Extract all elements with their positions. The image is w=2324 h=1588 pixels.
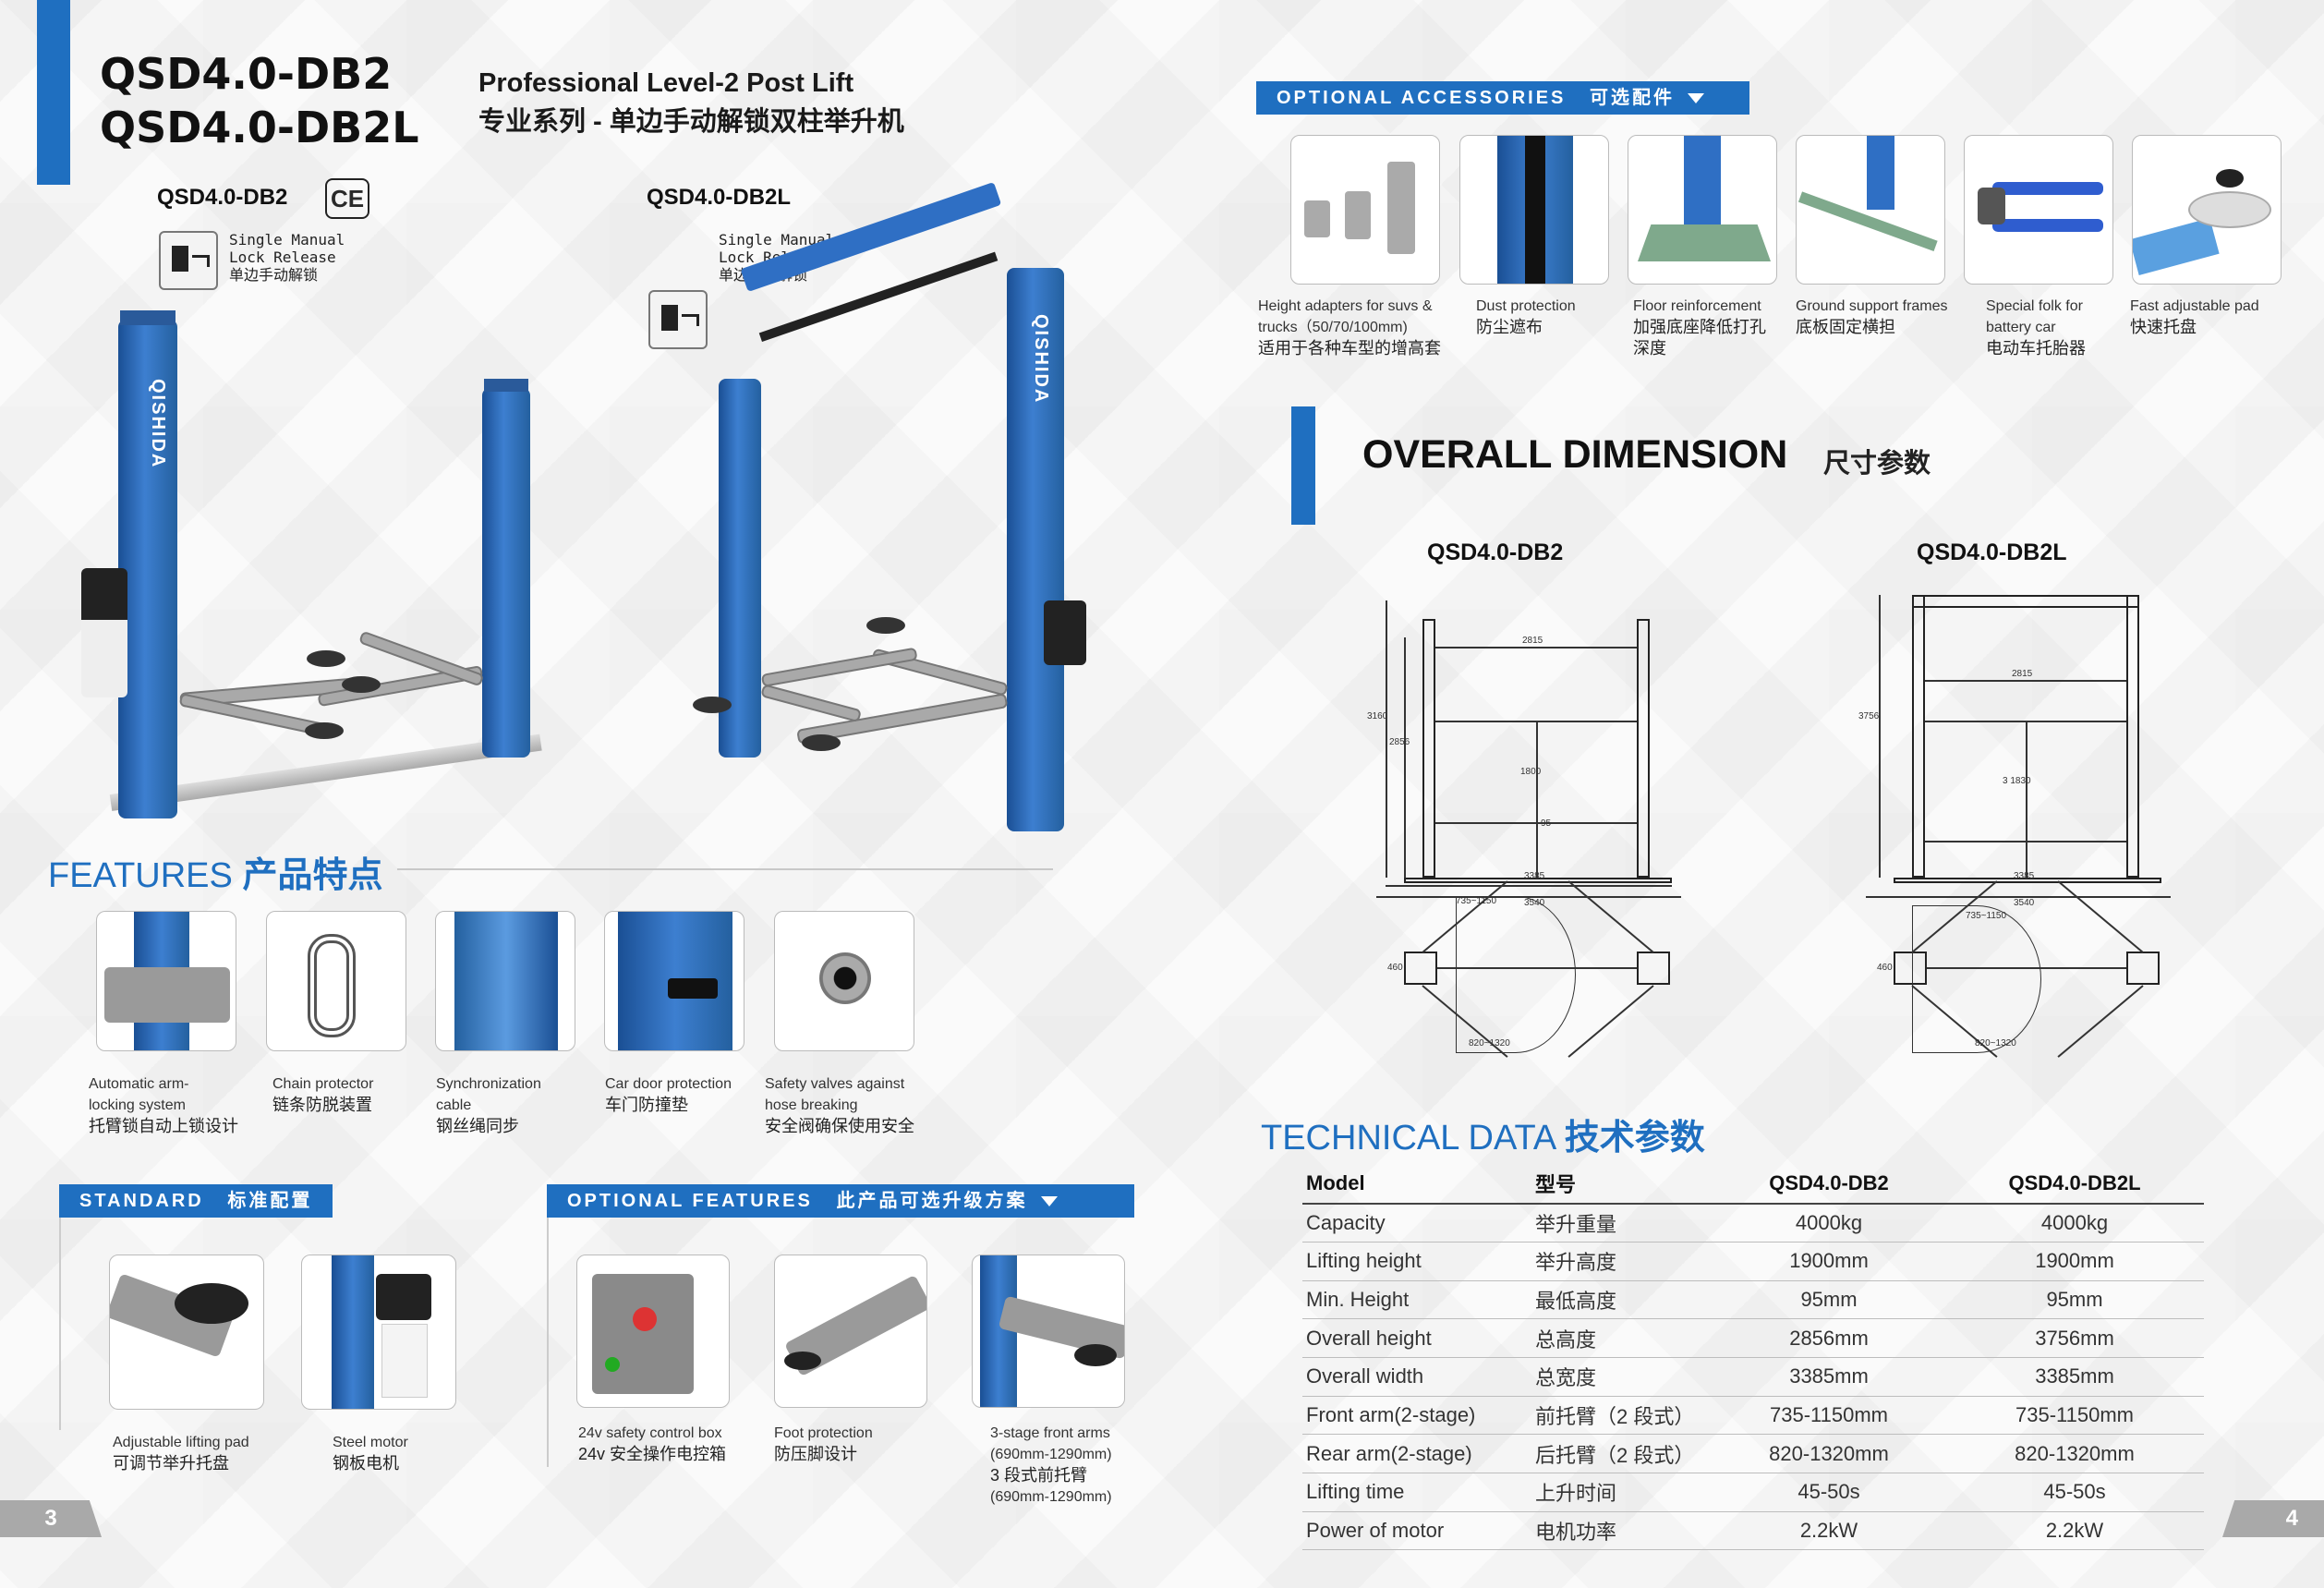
product-label-db2l: QSD4.0-DB2L	[647, 185, 792, 210]
feature-image-door-protection	[604, 911, 744, 1051]
model-title-1: QSD4.0-DB2	[100, 49, 393, 99]
optional-accessories-banner: OPTIONAL ACCESSORIES 可选配件	[1256, 81, 1749, 115]
dimension-accent-bar	[1291, 406, 1315, 525]
manual-lock-icon	[648, 290, 708, 349]
accessory-image-floor-reinforcement	[1628, 135, 1777, 285]
optional-image-foot-protection	[774, 1255, 927, 1408]
dimension-drawing-front-db2l: 2815 3756 3 1830 3385 3540	[1857, 582, 2189, 908]
dimension-drawing-top-db2l: 735~1150 820~1320 460	[1857, 880, 2189, 1072]
subtitle-en: Professional Level-2 Post Lift	[478, 68, 854, 98]
accessory-image-dust-protection	[1459, 135, 1609, 285]
dimension-model-b: QSD4.0-DB2L	[1917, 539, 2067, 565]
accessory-image-fast-pad	[2132, 135, 2282, 285]
dropdown-triangle-icon	[1688, 93, 1705, 104]
feature-image-safety-valve	[774, 911, 914, 1051]
optional-caption-3-stage-arm: 3-stage front arms(690mm-1290mm)3 段式前托臂(…	[990, 1425, 1112, 1505]
lift-image-db2l: QISHIDA	[647, 182, 1145, 850]
feature-image-chain	[266, 911, 406, 1051]
accessory-image-height-adapters	[1290, 135, 1440, 285]
product-label-db2: QSD4.0-DB2	[157, 185, 288, 210]
technical-title: TECHNICAL DATA 技术参数	[1261, 1119, 1705, 1158]
features-title: FEATURES 产品特点	[48, 856, 383, 895]
page-number-right: 4	[2222, 1500, 2324, 1537]
dimension-drawing-front-db2: 2815 3160 2856 1800 95 3385 3540	[1367, 582, 1700, 908]
title-accent-bar	[37, 0, 70, 185]
lift-image-db2: QISHIDA	[65, 305, 582, 831]
dimension-model-a: QSD4.0-DB2	[1427, 539, 1564, 565]
dimension-drawing-top-db2: 735~1150 820~1320 460	[1367, 880, 1700, 1072]
ce-mark: CE	[325, 178, 369, 219]
optional-image-3-stage-arm	[972, 1255, 1125, 1408]
subtitle-cn: 专业系列 - 单边手动解锁双柱举升机	[478, 107, 904, 137]
features-divider	[397, 868, 1053, 870]
brand-text: QISHIDA	[1031, 314, 1051, 405]
model-title-2: QSD4.0-DB2L	[100, 103, 419, 152]
feature-image-cable	[435, 911, 575, 1051]
accessory-image-battery-car-folk	[1964, 135, 2113, 285]
optional-features-banner: OPTIONAL FEATURES 此产品可选升级方案	[547, 1184, 1134, 1218]
brand-text: QISHIDA	[148, 379, 168, 469]
dropdown-triangle-icon	[1040, 1196, 1058, 1207]
manual-lock-icon	[159, 231, 218, 290]
dimension-title: OVERALL DIMENSION	[1362, 432, 1788, 477]
optional-image-control-box	[576, 1255, 730, 1408]
dimension-title-cn: 尺寸参数	[1823, 449, 1931, 479]
standard-image-motor	[301, 1255, 456, 1410]
standard-frame-line	[59, 1218, 61, 1430]
feature-image-arm-lock	[96, 911, 236, 1051]
optional-frame-line	[547, 1218, 549, 1467]
page-number-left: 3	[0, 1500, 102, 1537]
standard-image-lifting-pad	[109, 1255, 264, 1410]
standard-banner: STANDARD 标准配置	[59, 1184, 333, 1218]
accessory-image-ground-support	[1796, 135, 1945, 285]
accessory-caption-height-adapters: Height adapters for suvs &trucks（50/70/1…	[1258, 298, 1441, 358]
